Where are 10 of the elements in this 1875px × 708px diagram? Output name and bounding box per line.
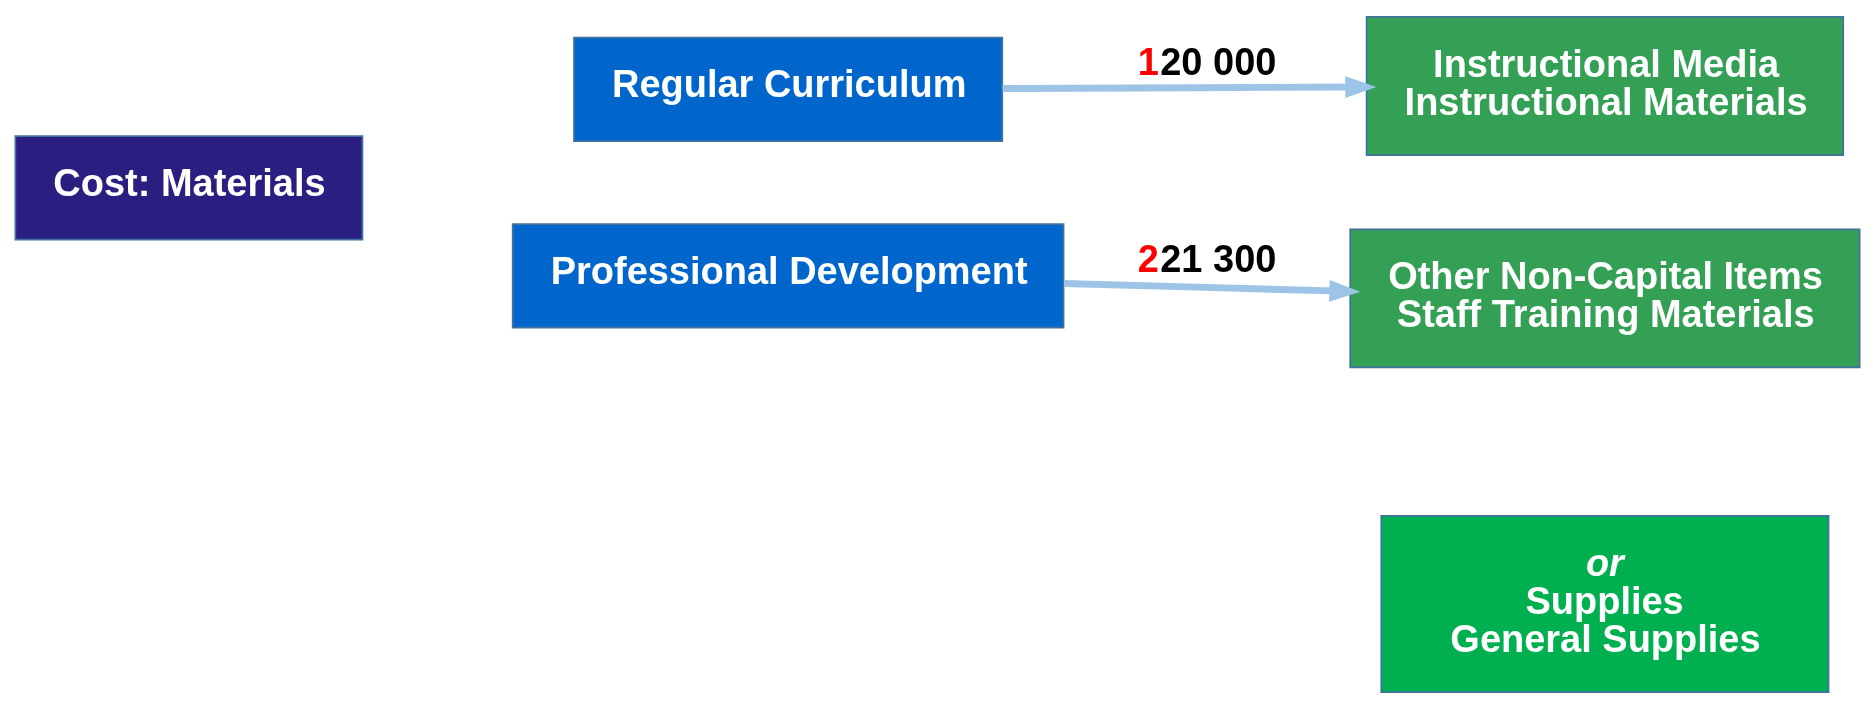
node-box: Other Non-Capital Items Staff Training Materials <box>1349 227 1861 368</box>
node-box: Regular Curriculum <box>573 36 1004 142</box>
edge-label: 221 300 <box>1137 237 1277 280</box>
arrow <box>1002 75 1377 98</box>
node-box: Professional Development <box>511 222 1065 329</box>
arrow <box>1063 279 1361 302</box>
node-box: Instructional Media Instructional Materials <box>1365 15 1845 156</box>
node-box: or Supplies General Supplies <box>1380 514 1830 693</box>
node-box: Cost: Materials <box>14 134 364 241</box>
edge-label: 120 000 <box>1137 40 1277 83</box>
